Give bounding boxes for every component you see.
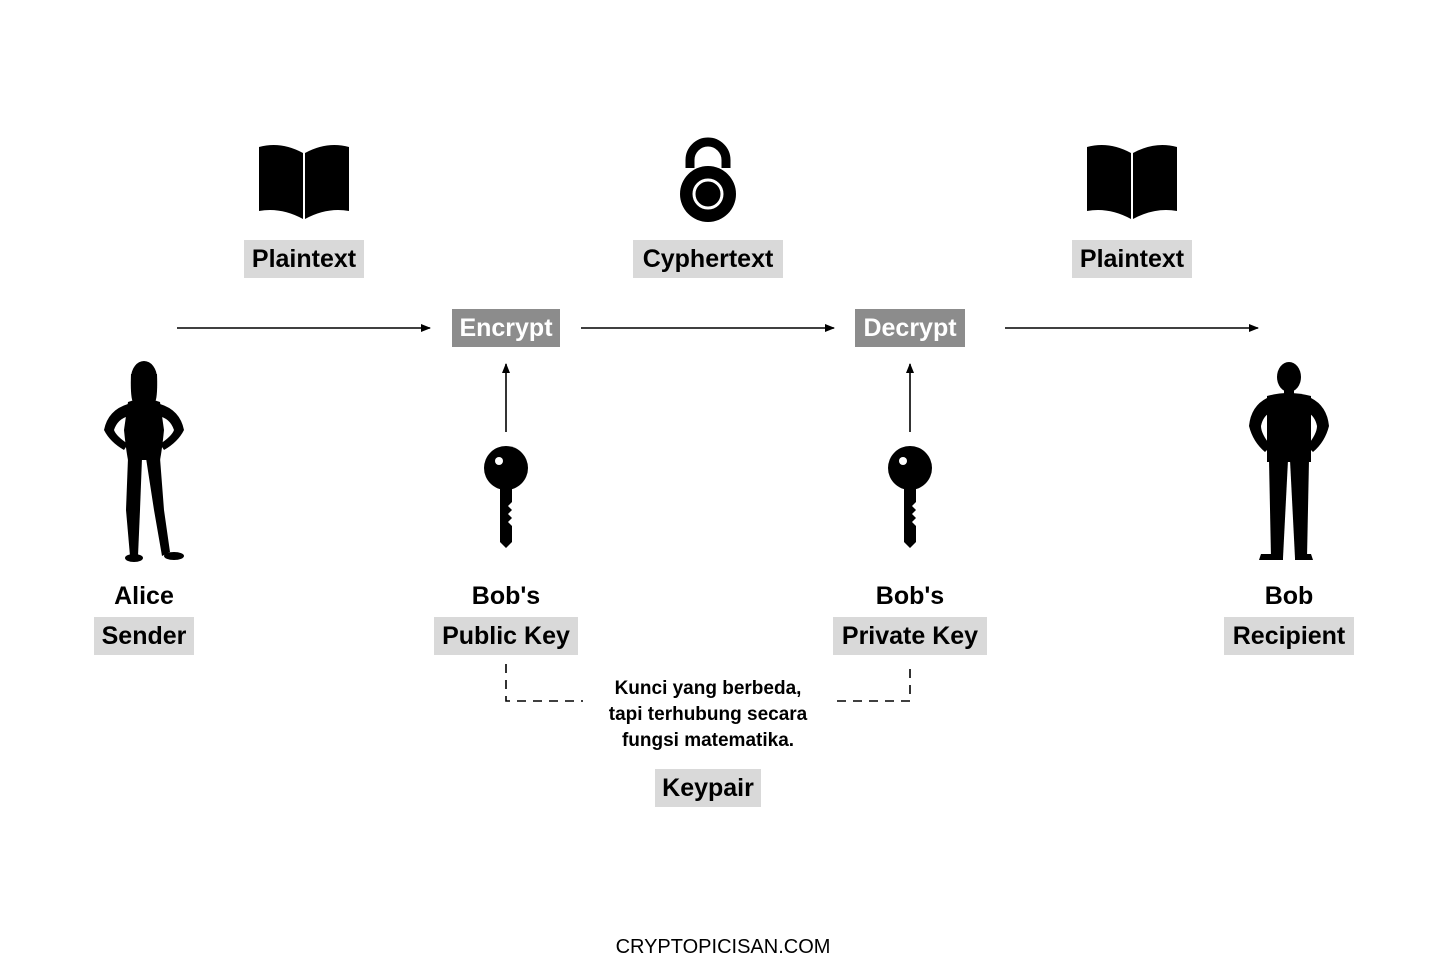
public-key-label: Public Key: [434, 617, 578, 655]
key-icon: [484, 446, 528, 548]
encrypt-operation-label: Encrypt: [452, 309, 560, 347]
padlock-icon: [680, 137, 736, 222]
key-icon: [888, 446, 932, 548]
keypair-label: Keypair: [655, 769, 761, 807]
decrypt-operation-label: Decrypt: [855, 309, 965, 347]
book-icon: [1087, 145, 1177, 219]
keypair-note: Kunci yang berbeda, tapi terhubung secar…: [583, 676, 833, 754]
book-icon: [259, 145, 349, 219]
keypair-dashed-connector: [505, 664, 911, 702]
sender-role-label: Sender: [94, 617, 194, 655]
woman-silhouette-icon: [104, 361, 184, 562]
recipient-role-label: Recipient: [1224, 617, 1354, 655]
recipient-name: Bob: [1264, 582, 1314, 610]
cyphertext-label: Cyphertext: [633, 240, 783, 278]
plaintext-label-left: Plaintext: [244, 240, 364, 278]
sender-name: Alice: [114, 582, 174, 610]
plaintext-label-right: Plaintext: [1072, 240, 1192, 278]
private-key-label: Private Key: [833, 617, 987, 655]
public-key-owner: Bob's: [471, 582, 541, 610]
man-silhouette-icon: [1249, 362, 1329, 560]
private-key-owner: Bob's: [875, 582, 945, 610]
footer-site-name: CRYPTOPICISAN.COM: [615, 936, 831, 958]
